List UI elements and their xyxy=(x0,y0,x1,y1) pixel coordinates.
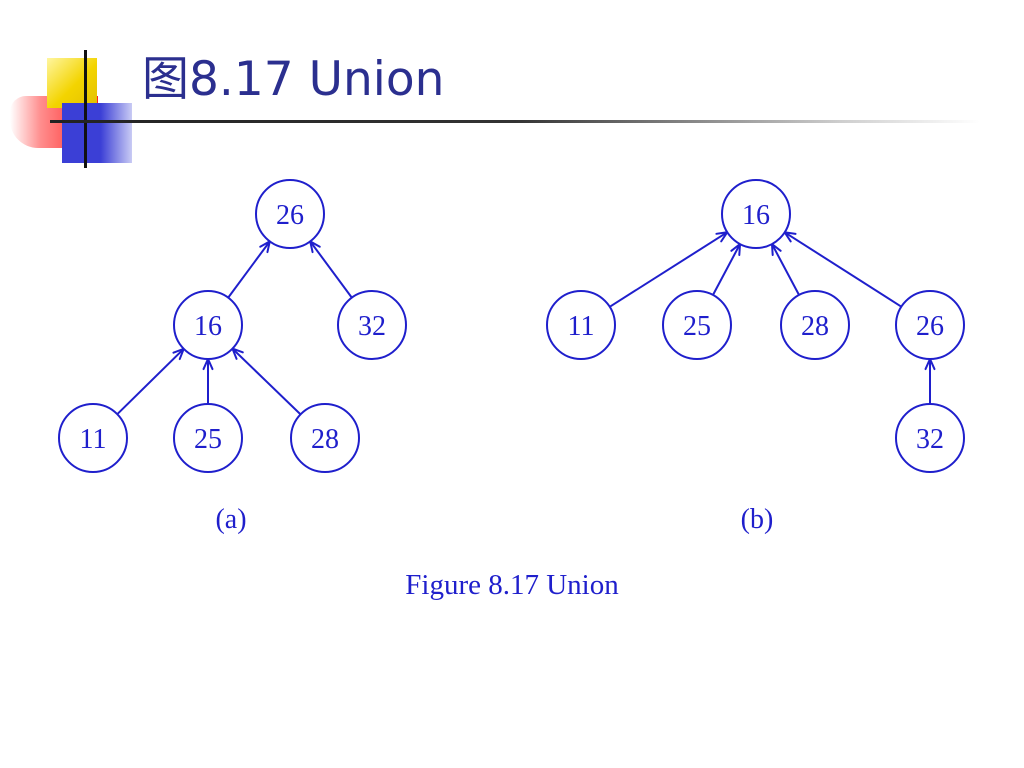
tree-node-a-16: 16 xyxy=(173,290,243,360)
tree-node-b-11: 11 xyxy=(546,290,616,360)
figure-caption: Figure 8.17 Union xyxy=(405,569,619,601)
edge-b32-to-b26 xyxy=(924,356,936,404)
sub-label-b: (b) xyxy=(741,504,774,535)
tree-node-a-11: 11 xyxy=(58,403,128,473)
node-label: 25 xyxy=(194,424,222,455)
tree-node-b-28: 28 xyxy=(780,290,850,360)
sub-label-a: (a) xyxy=(215,504,246,535)
edge-a25-to-a16 xyxy=(202,356,214,404)
node-label: 28 xyxy=(311,424,339,455)
tree-node-b-16: 16 xyxy=(721,179,791,249)
slide-title: 图8.17 Union xyxy=(142,52,445,107)
title-underline xyxy=(50,120,980,123)
edge-b28-to-b16 xyxy=(770,241,800,296)
tree-node-b-32: 32 xyxy=(895,403,965,473)
decorative-vertical-rule xyxy=(84,50,87,168)
node-label: 26 xyxy=(916,311,944,342)
node-label: 16 xyxy=(742,200,770,231)
edge-a32-to-a26 xyxy=(308,239,353,299)
tree-node-b-25: 25 xyxy=(662,290,732,360)
tree-node-a-32: 32 xyxy=(337,290,407,360)
decorative-yellow-square xyxy=(47,58,97,108)
node-label: 32 xyxy=(916,424,944,455)
node-label: 32 xyxy=(358,311,386,342)
decorative-blue-square xyxy=(62,103,132,163)
tree-node-a-26: 26 xyxy=(255,179,325,249)
tree-node-a-28: 28 xyxy=(290,403,360,473)
edge-b25-to-b16 xyxy=(712,241,742,296)
edges-layer xyxy=(116,230,936,416)
edge-a28-to-a16 xyxy=(230,346,302,416)
node-label: 11 xyxy=(568,311,595,342)
nodes-layer: 26 16 32 11 25 28 16 11 25 28 26 32 xyxy=(58,179,965,473)
tree-node-b-26: 26 xyxy=(895,290,965,360)
edge-a16-to-a26 xyxy=(227,239,272,299)
node-label: 25 xyxy=(683,311,711,342)
edge-a11-to-a16 xyxy=(116,347,186,415)
node-label: 28 xyxy=(801,311,829,342)
slide-header: 图8.17 Union xyxy=(0,0,1024,180)
node-label: 26 xyxy=(276,200,304,231)
node-label: 11 xyxy=(80,424,107,455)
tree-node-a-25: 25 xyxy=(173,403,243,473)
node-label: 16 xyxy=(194,311,222,342)
